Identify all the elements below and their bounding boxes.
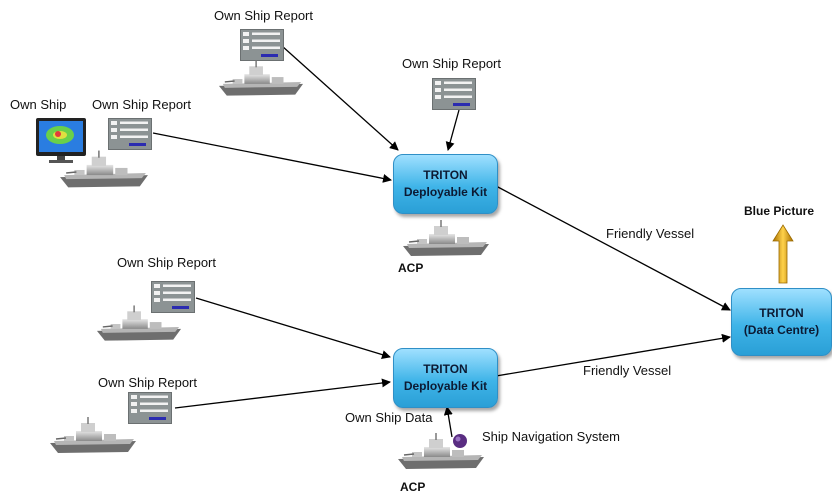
node-subtitle: Deployable Kit <box>403 379 488 393</box>
report-document-icon <box>240 29 284 61</box>
warship-icon <box>218 60 304 97</box>
arrow-report2-to-kit-top <box>445 109 460 151</box>
node-title: TRITON <box>423 168 468 182</box>
triton-data-centre[interactable]: TRITON (Data Centre) <box>731 288 832 356</box>
label-own-ship: Own Ship <box>10 97 67 112</box>
arrow-report3-to-kit-top <box>152 132 392 183</box>
arrow-report5-to-kit-bottom <box>174 378 391 409</box>
label-own-ship-report-4: Own Ship Report <box>117 255 216 270</box>
navigation-dot-icon <box>453 434 467 448</box>
warship-icon <box>397 433 485 470</box>
label-own-ship-report-3: Own Ship Report <box>92 97 191 112</box>
label-blue-picture: Blue Picture <box>744 204 815 218</box>
label-acp-bottom: ACP <box>400 480 426 494</box>
label-friendly-vessel-top: Friendly Vessel <box>606 226 695 241</box>
report-document-icon <box>128 392 172 424</box>
node-title: TRITON <box>423 362 468 376</box>
label-friendly-vessel-bottom: Friendly Vessel <box>583 363 672 378</box>
connector-arrows <box>152 45 731 438</box>
triton-deployable-kit-bottom[interactable]: TRITON Deployable Kit <box>393 348 498 408</box>
label-ship-navigation-system: Ship Navigation System <box>482 429 621 444</box>
node-subtitle: (Data Centre) <box>743 323 820 337</box>
warship-icon <box>59 150 149 189</box>
warship-icon <box>402 220 490 257</box>
report-document-icon <box>151 281 195 313</box>
label-own-ship-report-5: Own Ship Report <box>98 375 197 390</box>
label-acp-top: ACP <box>398 261 424 275</box>
report-document-icon <box>108 118 152 150</box>
label-own-ship-report-2: Own Ship Report <box>402 56 501 71</box>
up-arrow-icon <box>772 224 794 284</box>
node-title: TRITON <box>759 306 804 320</box>
label-own-ship-report-1: Own Ship Report <box>214 8 313 23</box>
label-own-ship-data: Own Ship Data <box>345 410 433 425</box>
triton-deployable-kit-top[interactable]: TRITON Deployable Kit <box>393 154 498 214</box>
arrow-report1-to-kit-top <box>281 45 399 151</box>
arrow-report4-to-kit-bottom <box>195 297 391 359</box>
arrow-navigation-to-kit-bottom <box>443 406 453 438</box>
radar-monitor-icon <box>36 118 86 163</box>
arrow-kit-bottom-to-data-centre <box>495 333 731 377</box>
node-subtitle: Deployable Kit <box>403 185 488 199</box>
warship-icon <box>49 417 137 454</box>
report-document-icon <box>432 78 476 110</box>
arrow-kit-top-to-data-centre <box>495 185 731 311</box>
